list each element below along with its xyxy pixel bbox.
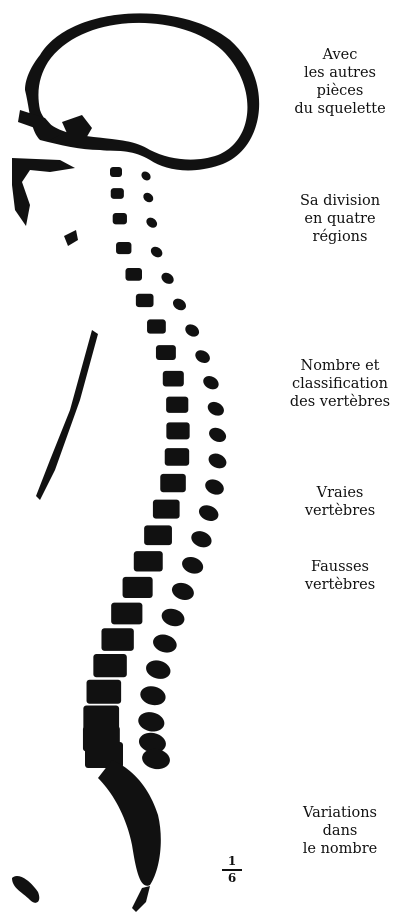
jaw: [12, 158, 75, 226]
vertebral-body: [166, 422, 189, 439]
vertebral-body: [160, 474, 186, 492]
vertebral-process: [193, 348, 212, 366]
vertebral-process: [159, 606, 186, 629]
vertebral-body: [93, 654, 126, 677]
coccyx: [132, 886, 150, 912]
sternum: [36, 330, 98, 500]
vertebral-processes: [136, 170, 229, 772]
vertebral-bodies: [83, 167, 190, 768]
vertebral-body: [147, 319, 166, 333]
vertebral-process: [140, 747, 171, 772]
vertebral-body: [113, 213, 127, 224]
vertebral-process: [149, 245, 165, 260]
caption-true-vertebrae: Vraies vertèbres: [275, 484, 405, 520]
vertebral-body: [134, 551, 163, 571]
vertebral-process: [189, 528, 214, 550]
caption-false-vertebrae: Fausses vertèbres: [275, 558, 405, 594]
vertebral-process: [144, 658, 173, 682]
caption-variations: Variations dans le nombre: [275, 804, 405, 858]
vertebral-body: [111, 188, 124, 199]
vertebral-body: [101, 628, 133, 651]
vertebral-body: [144, 525, 172, 545]
vertebral-body: [110, 167, 122, 177]
scale-fraction: 1 6: [222, 855, 242, 885]
vertebral-process: [151, 632, 179, 656]
vertebral-body: [87, 680, 122, 704]
scale-denominator: 6: [228, 871, 236, 885]
sacrum: [98, 760, 161, 886]
caption-skeleton: Avec les autres pièces du squelette: [275, 46, 405, 118]
vertebral-process: [197, 502, 221, 523]
vertebral-body: [166, 397, 188, 413]
vertebral-process: [171, 296, 188, 313]
hyoid: [64, 230, 78, 246]
caption-classification: Nombre et classification des vertèbres: [275, 357, 405, 411]
vertebral-process: [159, 270, 176, 286]
vertebral-process: [144, 216, 159, 230]
vertebral-process: [201, 373, 221, 392]
scale-numerator: 1: [228, 854, 236, 868]
vertebral-body: [156, 345, 176, 360]
vertebral-process: [170, 580, 197, 603]
vertebral-process: [205, 399, 226, 418]
vertebral-body: [125, 268, 142, 281]
vertebral-process: [207, 425, 229, 445]
vertebral-body: [116, 242, 131, 254]
vertebral-process: [180, 554, 206, 576]
vertebral-body: [136, 294, 154, 307]
skull: [25, 13, 259, 170]
vertebral-process: [140, 170, 153, 183]
caption-regions: Sa division en quatre régions: [275, 192, 405, 246]
vertebral-body: [153, 500, 180, 519]
vertebral-body: [123, 577, 153, 598]
coccyx-fragment: [12, 876, 39, 903]
vertebral-process: [206, 451, 229, 471]
vertebral-process: [183, 322, 201, 339]
vertebral-process: [136, 710, 166, 734]
vertebral-process: [138, 684, 167, 708]
vertebral-body: [165, 448, 189, 466]
vertebral-process: [141, 191, 155, 204]
vertebral-body: [111, 603, 142, 625]
vertebral-body: [163, 371, 184, 387]
vertebral-process: [203, 477, 227, 498]
